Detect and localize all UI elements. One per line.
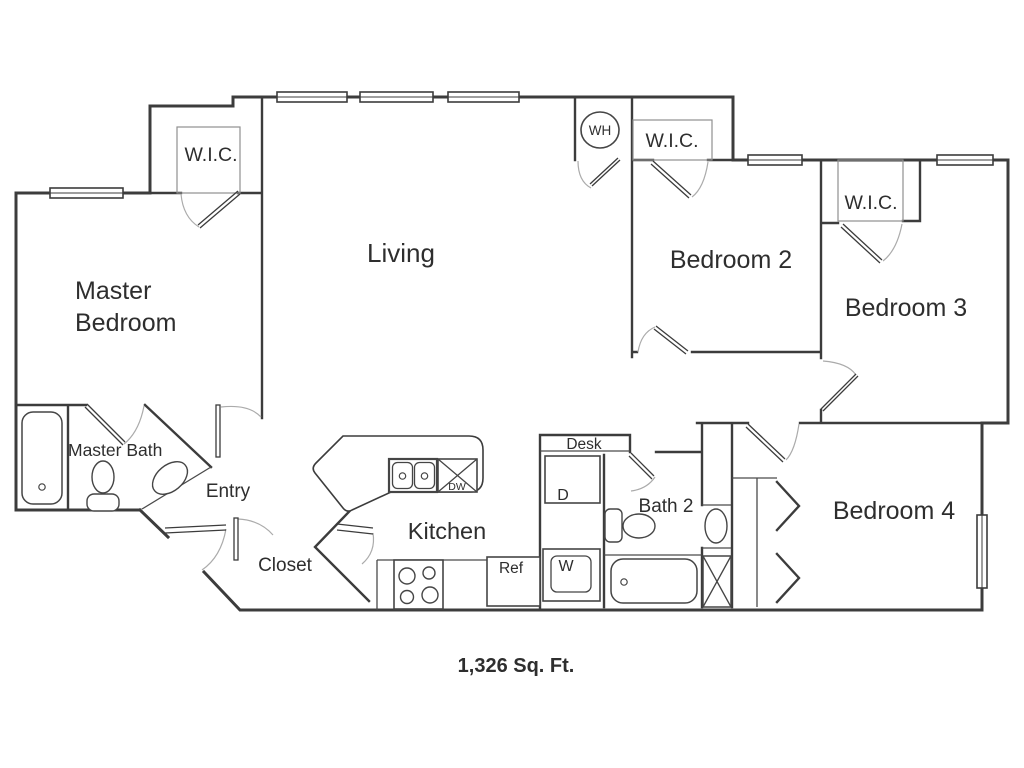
wic-bedroom2-door-arc	[691, 161, 709, 198]
entry-label: Entry	[206, 481, 251, 502]
tub-drain	[38, 483, 46, 491]
bedroom3-door-arc	[822, 360, 857, 376]
wh-door-arc	[577, 160, 592, 189]
master-bedroom-door-arc	[220, 405, 262, 418]
bath2-sink	[704, 508, 728, 544]
bedroom4-door-arc	[785, 423, 800, 461]
refrigerator-box	[486, 556, 541, 607]
stove	[393, 559, 444, 610]
bath2-vanity-niche-lines	[702, 504, 731, 549]
entry-closet-door-panel	[233, 517, 239, 561]
window-bedroom4	[976, 514, 988, 589]
wh-door-panel	[589, 157, 621, 187]
kitchen-door-panel	[336, 523, 374, 535]
washer-label: W	[558, 558, 574, 575]
wic-bedroom3-box	[837, 159, 904, 222]
window-living-1	[276, 91, 348, 103]
bath2-tub	[610, 558, 698, 604]
bedroom3-label: Bedroom 3	[845, 294, 967, 322]
window-bedroom3	[936, 154, 994, 166]
exterior-walls	[14, 95, 1010, 612]
front-door-arc	[201, 528, 227, 571]
desk-label: Desk	[566, 436, 602, 453]
door-swing-arcs	[123, 160, 903, 571]
bath2-door-arc	[630, 476, 656, 492]
dishwasher-box	[437, 458, 478, 493]
door-panels	[84, 157, 883, 561]
window-living-3	[447, 91, 520, 103]
living-label: Living	[367, 238, 435, 268]
dryer-label: D	[557, 487, 569, 504]
fixtures	[21, 111, 732, 610]
bath2-door-panel	[628, 452, 655, 480]
dishwasher-label: DW	[448, 481, 466, 493]
square-footage-label: 1,326 Sq. Ft.	[458, 655, 575, 677]
master-bath-label: Master Bath	[68, 440, 162, 460]
closet-label: Closet	[258, 555, 313, 576]
dryer-box	[544, 455, 601, 504]
master-bath-sink	[151, 461, 189, 495]
wic-bedroom3-door-panel	[840, 223, 883, 264]
fixture-labels: WH DW Ref D W	[448, 123, 611, 577]
master-bedroom-door-panel	[215, 404, 221, 458]
wic-bedroom3-label: W.I.C.	[844, 192, 897, 214]
window-living-2	[359, 91, 434, 103]
windows	[49, 91, 994, 589]
bedroom2-label: Bedroom 2	[670, 246, 792, 274]
wic-master-door-arc	[180, 193, 200, 228]
master-bedroom-label-line2: Bedroom	[75, 309, 176, 337]
bedroom4-closet-bifold-doors	[775, 480, 801, 604]
bedroom3-door-panel	[820, 373, 859, 412]
water-heater-label: WH	[589, 123, 612, 138]
entry-closet-door-arc	[237, 518, 274, 536]
wic-bedroom3-door-arc	[882, 223, 903, 262]
bath2-label: Bath 2	[639, 496, 694, 517]
master-bathtub	[21, 411, 63, 505]
kitchen-label: Kitchen	[408, 518, 486, 544]
master-bedroom-label-line1: Master	[75, 277, 151, 305]
window-bedroom2	[747, 154, 803, 166]
exterior-outline	[14, 95, 1010, 612]
wic-master-door-panel	[197, 190, 241, 229]
refrigerator-label: Ref	[499, 560, 524, 577]
kitchen-sink	[387, 457, 439, 494]
washer-box	[542, 548, 601, 602]
closet-guide-boxes	[176, 119, 904, 222]
water-heater-tank	[580, 111, 620, 149]
bedroom4-closet-shelf-lines	[732, 477, 777, 607]
bedroom2-door-panel	[653, 325, 689, 355]
wic-master-box	[176, 126, 241, 194]
master-toilet	[86, 460, 120, 512]
bath2-toilet	[604, 508, 656, 543]
wic-master-label: W.I.C.	[184, 144, 237, 166]
linen-closet-box	[702, 555, 732, 608]
window-master	[49, 187, 124, 199]
wic-bedroom2-box	[632, 119, 713, 161]
master-bath-door-panel	[84, 403, 126, 446]
front-door-panel	[164, 524, 227, 534]
master-bath-door-arc	[123, 405, 145, 445]
bedroom4-label: Bedroom 4	[833, 497, 955, 525]
room-labels: Living Master Bedroom Bedroom 2 Bedroom …	[68, 130, 967, 576]
wic-bedroom2-label: W.I.C.	[645, 130, 698, 152]
bedroom2-door-arc	[637, 326, 656, 353]
bedroom4-door-panel	[745, 423, 786, 463]
kitchen-door-arc	[361, 532, 375, 565]
wic-bedroom2-door-panel	[650, 160, 692, 199]
